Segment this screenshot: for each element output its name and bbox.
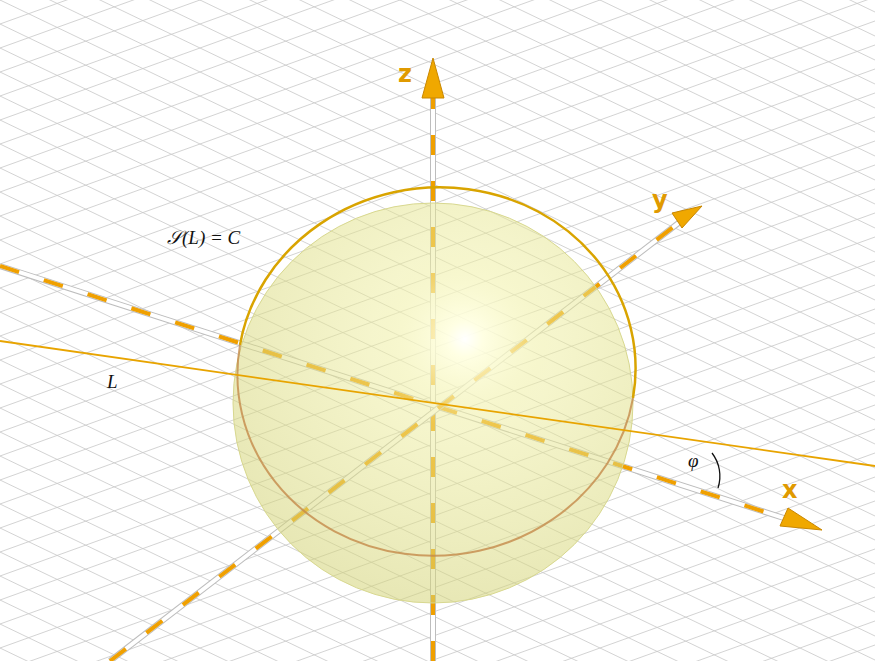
angle-arc (712, 453, 720, 488)
grid-line (0, 0, 875, 180)
grid-line (0, 0, 875, 216)
axis-label: x (782, 478, 797, 502)
grid-line (0, 0, 875, 48)
circle-c (240, 187, 636, 398)
grid-line (0, 192, 875, 612)
grid-line (0, 0, 875, 108)
grid-line (0, 648, 875, 661)
grid-line (0, 0, 875, 60)
grid-line (0, 0, 875, 144)
grid-line (0, 0, 875, 204)
circle-c-back (237, 345, 633, 556)
line-l (0, 341, 875, 466)
x-arrowhead (780, 508, 822, 530)
axis-label: y (652, 188, 668, 212)
axis-label: z (398, 62, 412, 86)
y-arrowhead (672, 206, 702, 228)
grid-line (0, 0, 875, 168)
angle-label: φ (688, 451, 699, 470)
grid-line (0, 0, 875, 156)
axes (0, 95, 790, 661)
line-label: L (107, 372, 118, 391)
grid-line (0, 600, 875, 661)
grid-line (0, 0, 875, 192)
grid-line (0, 597, 875, 661)
grid-line (0, 0, 875, 120)
z-arrowhead (422, 58, 444, 98)
circle-label: 𝒮(L) = C (167, 228, 240, 247)
